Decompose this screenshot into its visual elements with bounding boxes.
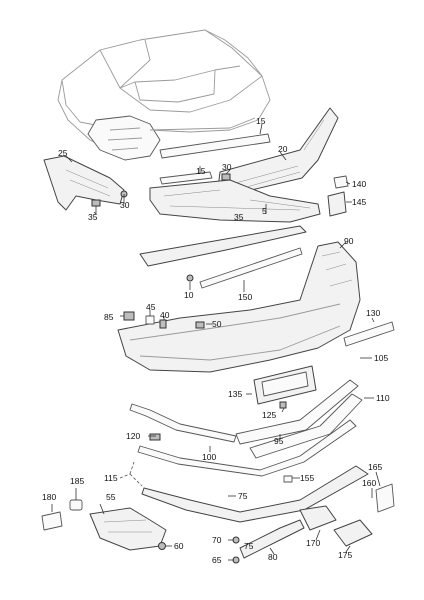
callout-90: 90 <box>344 236 354 246</box>
callout-155: 155 <box>300 473 314 483</box>
callout-30-left: 30 <box>120 200 130 210</box>
part-105-trim <box>235 379 359 445</box>
part-100-molding <box>137 419 357 477</box>
part-175-bracket <box>333 519 373 547</box>
callout-125: 125 <box>262 410 276 420</box>
part-150-lower-carrier <box>139 225 307 289</box>
callout-20: 20 <box>278 144 288 154</box>
part-45-clip <box>145 315 155 325</box>
clip-60 <box>158 542 166 550</box>
part-25-side-bracket <box>43 155 128 211</box>
callout-15-lower: 15 <box>196 166 206 176</box>
callout-165: 165 <box>368 462 382 472</box>
part-40-screw <box>159 319 167 329</box>
part-85-nut <box>123 311 135 321</box>
callout-145: 145 <box>352 197 366 207</box>
callout-160: 160 <box>362 478 376 488</box>
part-15-upper-strip <box>159 133 271 185</box>
callout-170: 170 <box>306 538 320 548</box>
callout-80: 80 <box>268 552 278 562</box>
part-135-plate-bracket <box>253 365 317 405</box>
callout-100: 100 <box>202 452 216 462</box>
callout-105: 105 <box>374 353 388 363</box>
callout-15-upper: 15 <box>256 116 266 126</box>
callout-40: 40 <box>160 310 170 320</box>
callout-70: 70 <box>212 535 222 545</box>
callout-35-left: 35 <box>88 212 98 222</box>
callout-135: 135 <box>228 389 242 399</box>
part-75-lower-diffuser <box>141 465 369 523</box>
callout-75-lower: 75 <box>244 541 254 551</box>
part-155-clip <box>283 475 293 483</box>
part-130-side-strip <box>343 321 395 347</box>
callout-10: 10 <box>184 290 194 300</box>
callout-180: 180 <box>42 492 56 502</box>
callout-110: 110 <box>376 393 390 403</box>
part-160-cap <box>375 483 395 513</box>
part-140-clip <box>333 175 349 189</box>
callout-60: 60 <box>174 541 184 551</box>
part-55-lower-bracket <box>89 507 167 551</box>
leader-lines <box>51 123 381 561</box>
callout-5: 5 <box>262 206 267 216</box>
callout-35-right: 35 <box>234 212 244 222</box>
callout-115: 115 <box>104 473 118 483</box>
bolt-35-left <box>91 199 101 214</box>
callout-55: 55 <box>106 492 116 502</box>
callout-130: 130 <box>366 308 380 318</box>
part-80-lower-strip <box>239 519 305 559</box>
part-170-bracket <box>299 505 337 531</box>
part-50-bolt <box>195 321 205 329</box>
car-body-outline <box>57 29 271 161</box>
callout-185: 185 <box>70 476 84 486</box>
callout-95: 95 <box>274 436 284 446</box>
callout-85: 85 <box>104 312 114 322</box>
part-120-molding <box>129 403 237 443</box>
part-110-trim <box>249 393 363 459</box>
callout-120: 120 <box>126 431 140 441</box>
callout-25: 25 <box>58 148 68 158</box>
part-125-clip <box>279 401 287 409</box>
part-185-plug <box>69 499 83 511</box>
callout-75-center: 75 <box>238 491 248 501</box>
callout-140: 140 <box>352 179 366 189</box>
callout-150: 150 <box>238 292 252 302</box>
callout-175: 175 <box>338 550 352 560</box>
clip-30-center <box>221 173 231 181</box>
callout-30-center: 30 <box>222 162 232 172</box>
callout-65: 65 <box>212 555 222 565</box>
part-145-bracket <box>327 191 347 217</box>
part-180-pad <box>41 511 63 531</box>
callout-50: 50 <box>212 319 222 329</box>
part-90-bumper-cover <box>117 241 361 373</box>
part-5-impact-bar <box>149 179 321 223</box>
callout-45: 45 <box>146 302 156 312</box>
